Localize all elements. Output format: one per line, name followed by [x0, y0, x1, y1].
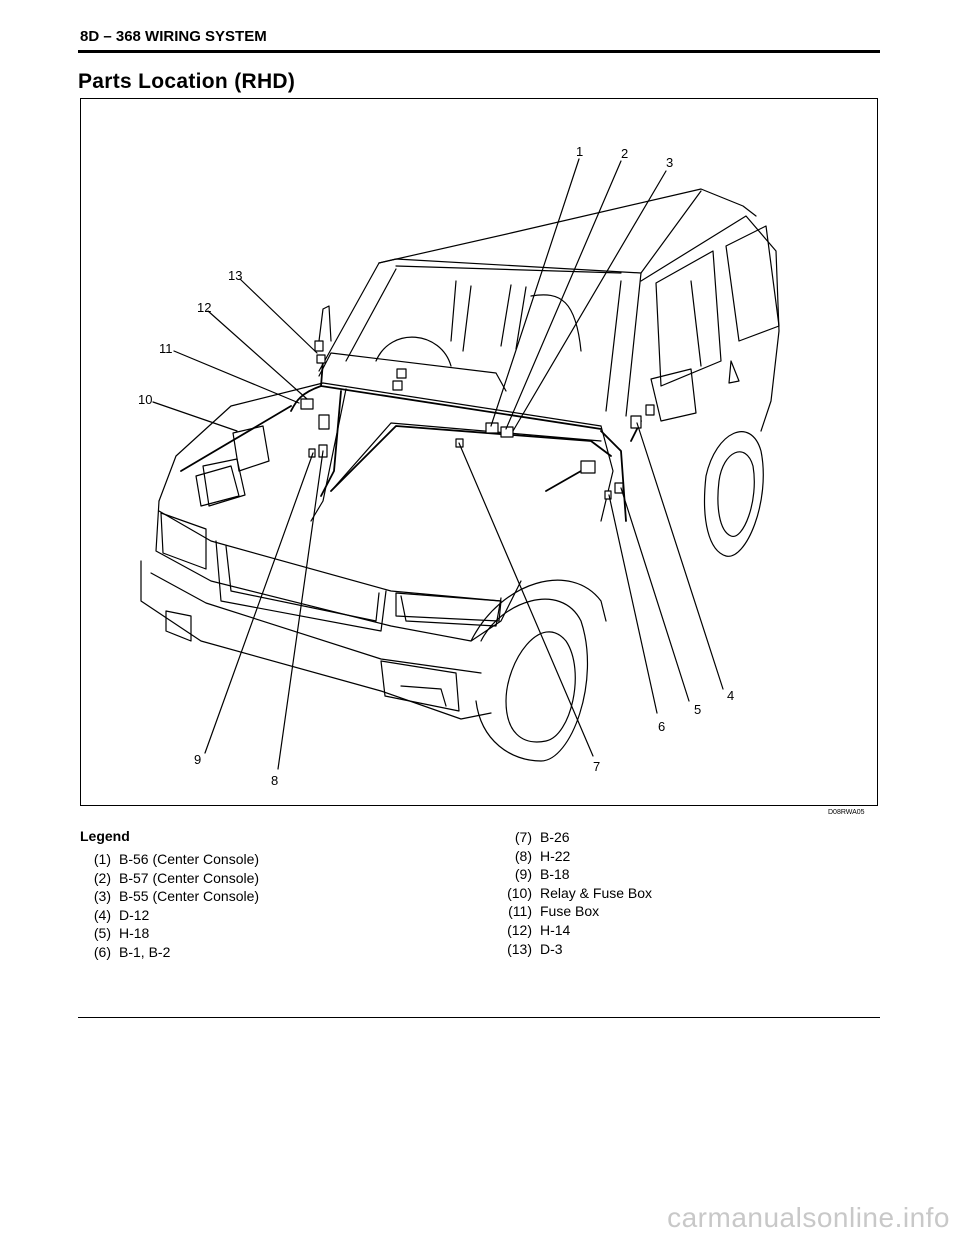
callout-8: 8 [271, 773, 278, 788]
legend-item: (4) D-12 [87, 906, 259, 925]
legend-item: (2) B-57 (Center Console) [87, 869, 259, 888]
vehicle-illustration: 1 2 3 4 5 6 7 8 9 10 11 12 13 [138, 144, 780, 788]
legend-item: (9) B-18 [498, 865, 652, 884]
legend-item: (5) H-18 [87, 924, 259, 943]
legend-item-text: D-3 [540, 940, 563, 957]
legend-item-number: (2) [93, 869, 111, 886]
footer-rule [78, 1017, 880, 1018]
page-header-title: 8D – 368 WIRING SYSTEM [80, 28, 267, 45]
legend-column-left: (1) B-56 (Center Console) (2) B-57 (Center… [87, 850, 259, 962]
legend-item: (11) Fuse Box [498, 902, 652, 921]
legend-item-number: (11) [508, 903, 532, 920]
legend-item-number: (3) [93, 888, 111, 905]
legend-item-text: B-57 (Center Console) [119, 869, 260, 886]
callout-2: 2 [621, 146, 628, 161]
legend-item-text: Fuse Box [540, 903, 600, 920]
callout-11: 11 [159, 341, 173, 356]
legend-item: (10) Relay & Fuse Box [498, 884, 652, 903]
watermark: carmanualsonline.info [667, 1202, 950, 1233]
callout-13: 13 [228, 268, 242, 283]
figure-code: D08RWA05 [828, 809, 865, 816]
legend-item-text: B-1, B-2 [119, 943, 171, 960]
legend-item: (1) B-56 (Center Console) [87, 850, 259, 869]
legend-item-text: D-12 [119, 906, 150, 923]
legend-item-number: (6) [93, 943, 111, 960]
callout-10: 10 [138, 392, 152, 407]
legend-item-number: (4) [93, 906, 111, 923]
callout-4: 4 [727, 688, 734, 703]
callout-5: 5 [694, 702, 701, 717]
legend-item-text: H-22 [540, 847, 571, 864]
legend-item-text: B-55 (Center Console) [119, 888, 260, 905]
vehicle-wiring-figure: 1 2 3 4 5 6 7 8 9 10 11 12 13 [80, 98, 878, 806]
legend-item-text: B-56 (Center Console) [119, 851, 260, 867]
callout-3: 3 [666, 155, 673, 170]
callout-1: 1 [576, 144, 583, 159]
header-rule [78, 50, 880, 53]
legend-item-number: (10) [507, 884, 532, 901]
legend-item-text: B-18 [540, 866, 570, 883]
legend-item-text: Relay & Fuse Box [540, 884, 653, 901]
legend-item-text: H-18 [119, 925, 150, 942]
legend-item: (6) B-1, B-2 [87, 943, 259, 962]
legend-item-number: (8) [514, 847, 532, 864]
legend-column-right: (7) B-26 (8) H-22 (9) B-18 (10) Relay & Fuse… [498, 828, 652, 958]
callout-7: 7 [593, 759, 600, 774]
callout-6: 6 [658, 719, 665, 734]
legend-item-number: (7) [514, 829, 532, 845]
legend-item-number: (9) [514, 866, 532, 883]
callout-12: 12 [197, 300, 211, 315]
legend-heading: Legend [80, 828, 130, 844]
legend-item-text: B-26 [540, 829, 570, 845]
legend-item: (3) B-55 (Center Console) [87, 887, 259, 906]
legend-item: (8) H-22 [498, 847, 652, 866]
legend-item-number: (5) [93, 925, 111, 942]
legend-item: (7) B-26 [498, 828, 652, 847]
legend-item-number: (13) [507, 940, 532, 957]
section-title: Parts Location (RHD) [78, 70, 296, 93]
legend-item-number: (12) [507, 921, 532, 938]
callout-9: 9 [194, 752, 201, 767]
legend-item: (12) H-14 [498, 921, 652, 940]
legend-item: (13) D-3 [498, 940, 652, 959]
legend-item-text: H-14 [540, 921, 571, 938]
legend-item-number: (1) [93, 851, 111, 867]
